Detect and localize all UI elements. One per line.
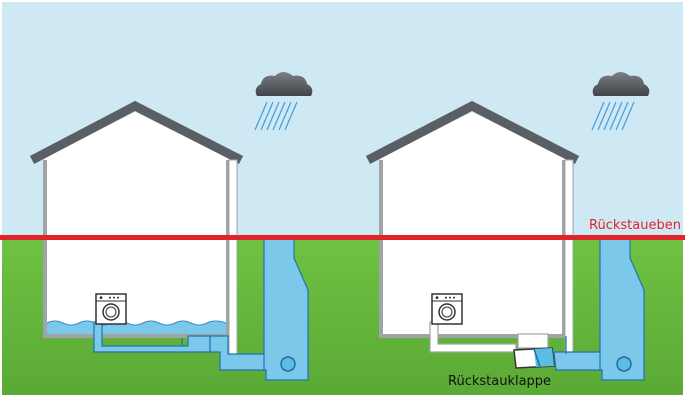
right-house-body <box>381 112 564 335</box>
left-sewer-shaft <box>263 237 309 381</box>
right-sewer-shaft <box>599 237 645 381</box>
right-sewer-pipe-end <box>616 356 632 372</box>
right-house-roof <box>365 100 580 165</box>
washing-machine-icon <box>95 293 127 325</box>
left-sewer-pipe-end <box>280 356 296 372</box>
right-house <box>365 100 645 381</box>
rain-cloud-icon <box>591 72 650 131</box>
left-flood-water <box>47 321 226 334</box>
washing-machine-icon <box>431 293 463 325</box>
left-drain-pipe <box>93 321 269 371</box>
backflow-level-label: Rückstaueben <box>589 218 681 233</box>
left-house <box>29 100 309 381</box>
backflow-flap-label: Rückstauklappe <box>448 374 551 389</box>
inspection-box <box>517 333 549 349</box>
backflow-level-line <box>0 235 685 240</box>
left-house-body <box>45 112 228 335</box>
right-sewer-connection <box>553 351 603 371</box>
right-downpipe <box>564 159 574 361</box>
rain-cloud-icon <box>254 72 313 131</box>
backflow-flap-icon <box>513 347 555 369</box>
left-house-roof <box>29 100 244 165</box>
left-downpipe <box>228 159 238 361</box>
